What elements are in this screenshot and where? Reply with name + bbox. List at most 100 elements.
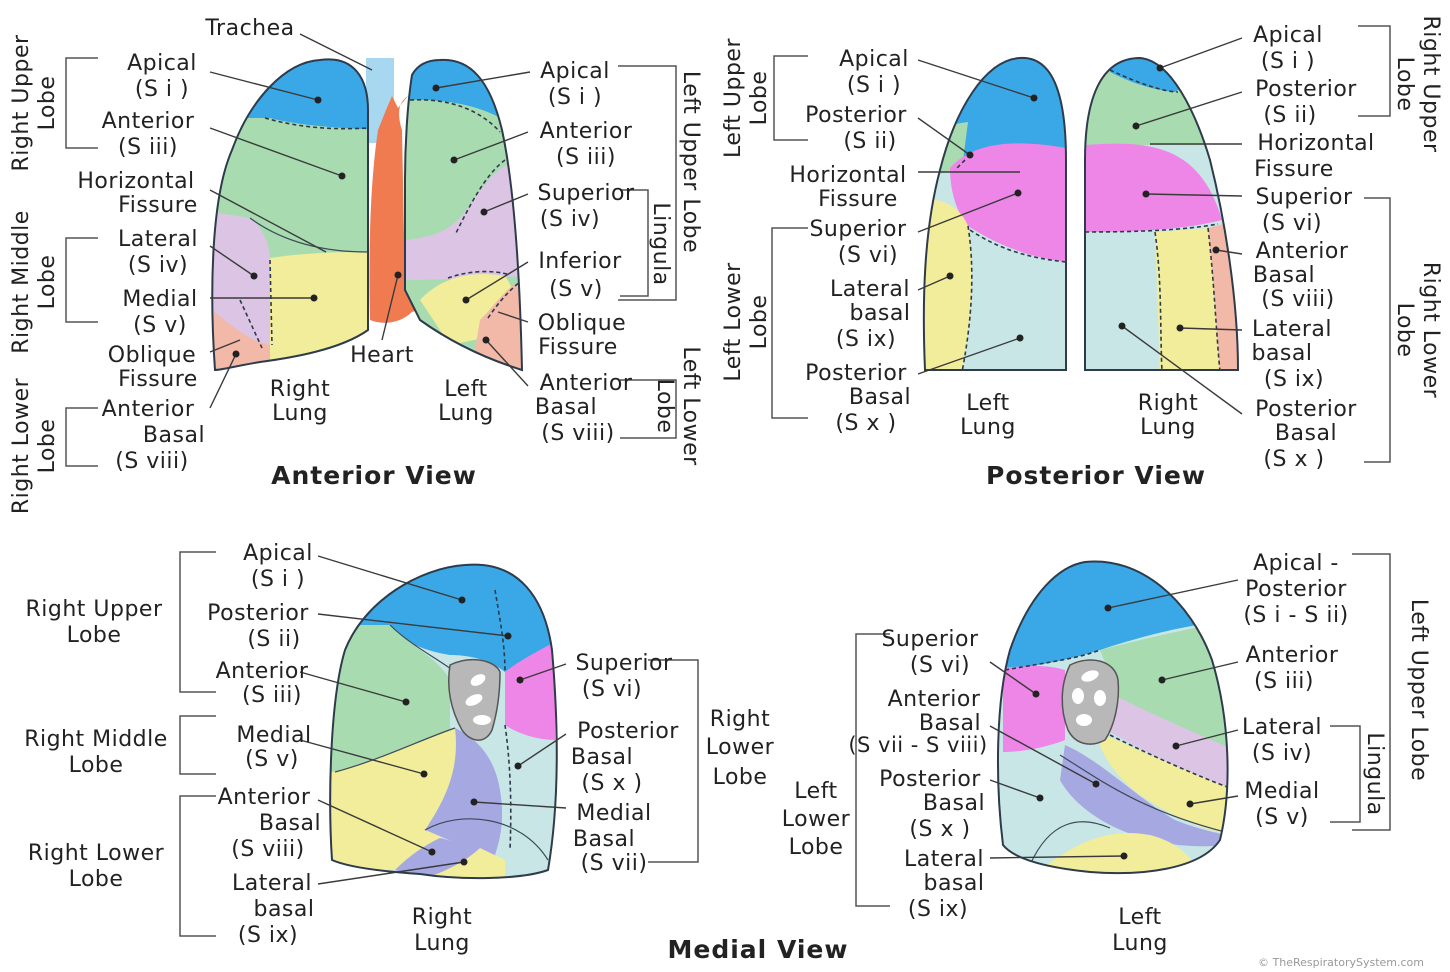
rp-anterior-basal-label-2: Basal [1253, 263, 1315, 288]
rm-middle-lobe-label-2: Lobe [69, 753, 124, 778]
ant-right-lung-label: Right [270, 377, 330, 402]
lm-lateral-label: Lateral [1242, 715, 1322, 740]
lm-apical-posterior-label-2: Posterior [1245, 577, 1347, 602]
lm-superior-label: Superior [881, 627, 979, 652]
la-superior-label: Superior [537, 181, 635, 206]
la-inferior-code: (S v) [549, 277, 603, 302]
lm-posterior-basal-code: (S x ) [909, 817, 970, 842]
la-oblique-label: Oblique [538, 311, 626, 336]
rm-right-lower-lobe-label-2: Lower [706, 735, 775, 760]
trachea-label: Trachea [204, 16, 294, 41]
lm-medial-label: Medial [1244, 779, 1319, 804]
rp-anterior-basal-label: Anterior [1256, 239, 1349, 264]
lp-apical-label: Apical [839, 47, 909, 72]
rp-upper-lobe-label-2: Lobe [1392, 57, 1417, 112]
lp-lower-lobe-label: Left Lower [721, 262, 746, 382]
lm-lower-lobe-label-2: Lower [782, 807, 851, 832]
rp-horizontal-label-2: Fissure [1254, 157, 1334, 182]
ant-left-lung-label-2: Lung [438, 401, 494, 426]
lp-horizontal-label: Horizontal [789, 163, 906, 188]
lm-lateral-code: (S iv) [1252, 741, 1312, 766]
rm-posterior-basal-label: Posterior [577, 719, 679, 744]
rp-posterior-label: Posterior [1255, 77, 1357, 102]
rm-lateral-basal-label-2: basal [253, 897, 314, 922]
lp-posterior-basal-code: (S x ) [835, 411, 896, 436]
la-inferior-label: Inferior [538, 249, 622, 274]
rm-right-lower-lobe-label-3: Lobe [713, 765, 768, 790]
rm-superior-label: Superior [575, 651, 673, 676]
rp-superior-code: (S vi) [1262, 211, 1322, 236]
rm-lateral-basal-code: (S ix) [238, 923, 298, 948]
medial-view-title: Medial View [668, 935, 849, 964]
rm-medial-label: Medial [236, 723, 311, 748]
rm-anterior-basal-label: Anterior [218, 785, 311, 810]
lm-anterior-code: (S iii) [1254, 669, 1314, 694]
hilum-vessel [1076, 714, 1092, 726]
rm-apical-label: Apical [243, 541, 313, 566]
rm-medial-basal-label-2: Basal [573, 827, 635, 852]
rm-anterior-basal-label-2: Basal [259, 811, 321, 836]
left-lung-anterior [400, 50, 530, 380]
credit-text: © TheRespiratorySystem.com [1258, 956, 1424, 969]
right-lung-medial [325, 555, 565, 885]
ra-lower-lobe-label: Right Lower [9, 377, 34, 514]
lm-lateral-basal-label: Lateral [904, 847, 984, 872]
ra-anterior-basal-label: Anterior [102, 397, 195, 422]
lp-lateral-basal-label: Lateral [830, 277, 910, 302]
lp-lateral-basal-label-2: basal [849, 301, 910, 326]
rm-medial-code: (S v) [245, 747, 299, 772]
rp-lower-lobe-label-2: Lobe [1392, 303, 1417, 358]
ra-lateral-code: (S iv) [128, 253, 188, 278]
ra-lateral-label: Lateral [118, 227, 198, 252]
rm-anterior-basal-code: (S viii) [231, 837, 304, 862]
ra-horizontal-label: Horizontal [77, 169, 194, 194]
rm-medial-basal-code: (S vii) [581, 851, 648, 876]
lp-upper-lobe-label-2: Lobe [747, 71, 772, 126]
ra-oblique-label-2: Fissure [118, 367, 198, 392]
la-superior-code: (S iv) [540, 207, 600, 232]
ra-oblique-label: Oblique [108, 343, 196, 368]
ra-anterior-label: Anterior [102, 109, 195, 134]
rm-superior-code: (S vi) [582, 677, 642, 702]
rm-apical-code: (S i ) [251, 567, 305, 592]
lm-apical-posterior-label: Apical - [1253, 551, 1339, 576]
posterior-view [915, 50, 1250, 380]
la-anterior-basal-label: Anterior [540, 371, 633, 396]
lm-anterior-basal-label: Anterior [888, 687, 981, 712]
rm-upper-lobe-label-2: Lobe [67, 623, 122, 648]
lp-upper-lobe-label: Left Upper [721, 38, 746, 158]
la-lingula-label: Lingula [648, 202, 673, 285]
rm-posterior-code: (S ii) [247, 627, 300, 652]
hilum-vessel [473, 715, 491, 725]
hilum-vessel [1072, 688, 1084, 704]
lp-posterior-basal-label: Posterior [805, 361, 907, 386]
la-oblique-label-2: Fissure [538, 335, 618, 360]
med-right-lung-label-2: Lung [414, 931, 470, 956]
lm-posterior-basal-label: Posterior [879, 767, 981, 792]
rm-posterior-basal-label-2: Basal [571, 745, 633, 770]
rm-lateral-basal-label: Lateral [232, 871, 312, 896]
lm-lower-lobe-label-3: Lobe [789, 835, 844, 860]
hilum-vessel [1094, 690, 1106, 706]
rm-middle-lobe-label: Right Middle [24, 727, 168, 752]
lm-apical-posterior-code: (S i - S ii) [1243, 603, 1348, 628]
posterior-labels: Apical (S i ) Posterior (S ii) Horizonta… [721, 15, 1443, 490]
la-anterior-basal-code: (S viii) [541, 421, 614, 446]
anterior-view [200, 50, 530, 380]
lm-lingula-label: Lingula [1362, 732, 1387, 815]
lm-superior-code: (S vi) [910, 653, 970, 678]
la-anterior-code: (S iii) [556, 145, 616, 170]
lm-anterior-label: Anterior [1246, 643, 1339, 668]
ra-middle-lobe-label-2: Lobe [35, 255, 60, 310]
lm-lateral-basal-code: (S ix) [908, 897, 968, 922]
rm-anterior-label: Anterior [216, 659, 309, 684]
lp-horizontal-label-2: Fissure [818, 187, 898, 212]
ra-apical-code: (S i ) [135, 77, 189, 102]
lp-lower-lobe-label-2: Lobe [747, 295, 772, 350]
left-lung-posterior [915, 50, 1075, 380]
post-right-lung-label: Right [1138, 391, 1198, 416]
right-lung-posterior [1080, 50, 1250, 380]
rp-lateral-basal-label-2: basal [1251, 341, 1312, 366]
rp-posterior-code: (S ii) [1263, 103, 1316, 128]
